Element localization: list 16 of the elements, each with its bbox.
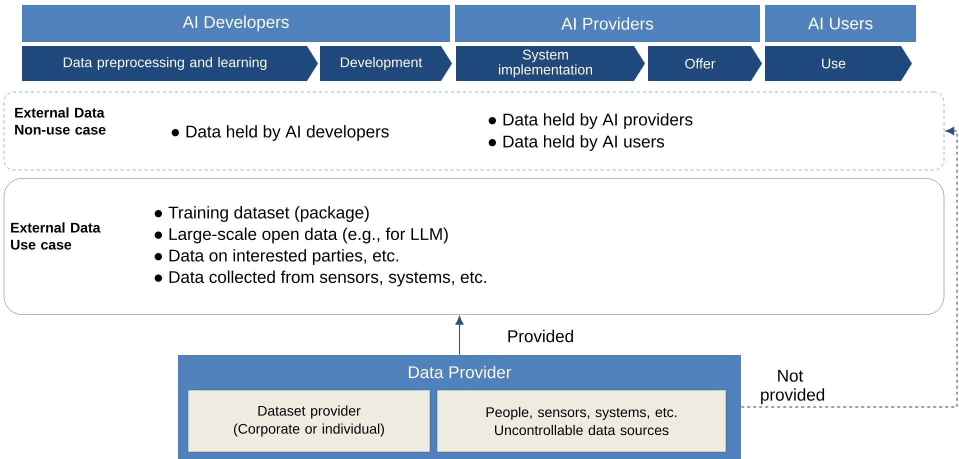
process-step: Development (320, 46, 452, 81)
arrow (740, 126, 958, 408)
process-step: Offer (648, 46, 762, 81)
process-step: Use (765, 46, 912, 81)
process-step: System implementation (456, 46, 645, 81)
stage-header: AI Providers (455, 5, 760, 42)
edge-label: Not provided (759, 368, 824, 406)
dashed-box: External Data Non-use case ● Data held by AI developers ● Data held by AI providers ● Data held by AI users (4, 92, 944, 170)
stage-header: AI Users (765, 5, 916, 42)
source-box: Dataset provider (Corporate or individual) (188, 390, 430, 452)
rounded-box: External Data Use case ● Training dataset (package) ● Large-scale open data (e.g., for LLM) ● Data on interested parties, etc. ● Data collected from sensors, systems, etc. (4, 178, 944, 315)
edge-label: Provided (506, 328, 573, 344)
stage-header: AI Developers (22, 5, 450, 42)
process-step: Data preprocessing and learning (22, 46, 318, 81)
source-box: People, sensors, systems, etc. Uncontrollable data sources (436, 390, 726, 452)
arrow (455, 316, 464, 356)
